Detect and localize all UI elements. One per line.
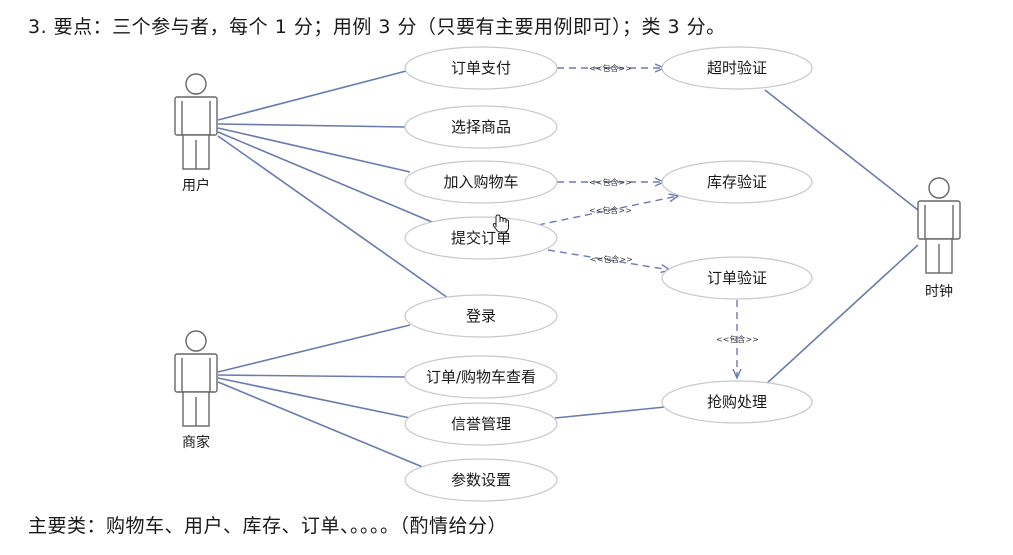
assoc-merchant-login <box>217 324 411 373</box>
usecase-rush[interactable]: 抢购处理 <box>661 380 813 424</box>
assoc-user-login <box>217 135 449 299</box>
actor-user-head-icon <box>185 73 207 95</box>
usecase-credit-label: 信誉管理 <box>451 415 511 433</box>
hand-cursor-icon <box>492 214 509 233</box>
usecase-select[interactable]: 选择商品 <box>404 105 558 149</box>
assoc-merchant-credit <box>217 377 411 419</box>
actor-merchant-head-icon <box>185 330 207 352</box>
assoc-user-select <box>217 123 406 128</box>
top-note: 3. 要点：三个参与者，每个 1 分；用例 3 分（只要有主要用例即可）；类 3… <box>28 16 726 38</box>
usecase-select-label: 选择商品 <box>451 118 511 136</box>
usecase-stock[interactable]: 库存验证 <box>661 160 813 204</box>
usecase-stock-label: 库存验证 <box>707 173 767 191</box>
assoc-user-submit <box>217 131 433 223</box>
include-label-submit-stock: <<包含>> <box>589 205 632 215</box>
other-associations <box>554 89 919 419</box>
usecase-verify[interactable]: 订单验证 <box>661 256 813 300</box>
actor-clock-label: 时钟 <box>925 283 953 300</box>
usecase-params-label: 参数设置 <box>451 471 511 489</box>
include-label-verify-rush: <<包含>> <box>716 334 759 344</box>
merchant-associations <box>217 324 426 469</box>
assoc-user-pay <box>217 69 411 121</box>
usecase-view[interactable]: 订单/购物车查看 <box>404 355 558 399</box>
usecase-verify-label: 订单验证 <box>707 269 767 287</box>
user-associations <box>217 69 449 299</box>
usecase-login[interactable]: 登录 <box>404 294 558 338</box>
usecase-login-label: 登录 <box>466 307 496 325</box>
usecase-timeout-label: 超时验证 <box>707 59 767 77</box>
usecase-params[interactable]: 参数设置 <box>404 458 558 502</box>
include-dependencies: <<包含>> <<包含>> <<包含>> <<包含>> <<包含>> <box>537 63 759 378</box>
actor-merchant-label: 商家 <box>182 434 210 451</box>
assoc-clock-timeout <box>764 89 919 211</box>
assoc-user-cart <box>217 127 411 173</box>
assoc-merchant-params <box>217 381 426 469</box>
usecase-submit-label: 提交订单 <box>451 229 511 247</box>
include-label-submit-verify: <<包含>> <box>590 254 633 264</box>
usecase-pay[interactable]: 订单支付 <box>404 46 558 90</box>
include-submit-verify <box>547 249 670 270</box>
usecase-view-label: 订单/购物车查看 <box>426 368 536 386</box>
usecase-timeout[interactable]: 超时验证 <box>661 46 813 90</box>
usecase-credit[interactable]: 信誉管理 <box>404 402 558 446</box>
usecase-cart-label: 加入购物车 <box>443 173 518 191</box>
actor-user-label: 用户 <box>182 177 210 194</box>
actor-clock[interactable]: 时钟 <box>917 177 961 300</box>
assoc-credit-rush <box>554 406 666 419</box>
actor-clock-head-icon <box>928 177 950 199</box>
assoc-merchant-view <box>217 374 406 378</box>
actor-user[interactable]: 用户 <box>174 73 218 194</box>
usecase-pay-label: 订单支付 <box>451 59 511 77</box>
assoc-clock-rush <box>764 244 919 386</box>
actor-merchant[interactable]: 商家 <box>174 330 218 451</box>
include-label-cart-stock: <<包含>> <box>589 177 632 187</box>
include-label-pay-timeout: <<包含>> <box>589 63 632 73</box>
usecase-submit[interactable]: 提交订单 <box>404 216 558 260</box>
usecase-rush-label: 抢购处理 <box>707 393 767 411</box>
bottom-note: 主要类：购物车、用户、库存、订单、。。。。（酌情给分） <box>28 515 508 537</box>
usecase-cart[interactable]: 加入购物车 <box>404 160 558 204</box>
